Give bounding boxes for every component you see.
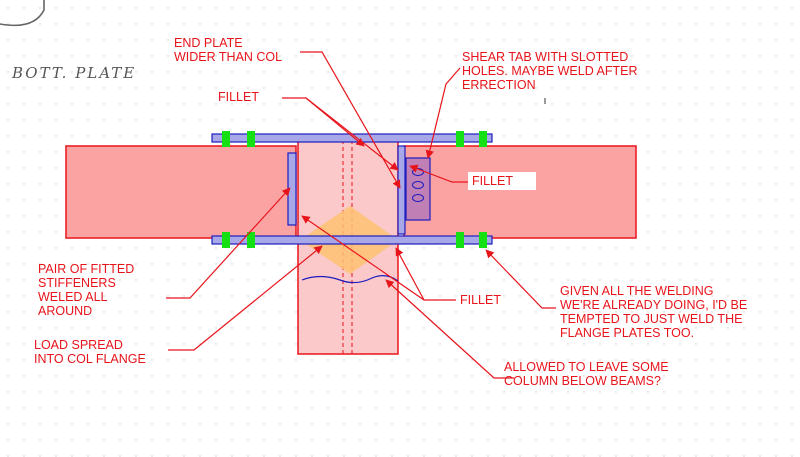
bolt-group <box>222 131 487 248</box>
label-line: TEMPTED TO JUST WELD THE <box>560 312 743 326</box>
leader-stiffener <box>166 187 291 299</box>
bolt <box>456 131 464 147</box>
bottom-flange-plate <box>211 235 493 245</box>
pencil-scribble <box>0 0 45 27</box>
label-column-below: ALLOWED TO LEAVE SOME COLUMN BELOW BEAMS… <box>504 360 669 388</box>
leader-end-plate <box>300 51 401 189</box>
leader-shear-tab <box>425 67 461 159</box>
label-fillet-bottom: FILLET <box>460 293 501 307</box>
bolt <box>479 232 487 248</box>
label-line: GIVEN ALL THE WELDING <box>560 284 714 298</box>
label-load-spread: LOAD SPREAD INTO COL FLANGE <box>34 338 146 366</box>
label-line: WIDER THAN COL <box>174 50 283 64</box>
label-line: STIFFENERS <box>38 276 116 290</box>
label-line: COLUMN BELOW BEAMS? <box>504 374 661 388</box>
bolt <box>479 131 487 147</box>
bolt <box>222 232 230 248</box>
label-line: ALLOWED TO LEAVE SOME <box>504 360 669 374</box>
bolt <box>222 131 230 147</box>
label-line: WELED ALL <box>38 290 108 304</box>
label-line: AROUND <box>38 304 93 318</box>
leader-fillet-right <box>409 164 470 183</box>
label-flange-plates: GIVEN ALL THE WELDING WE'RE ALREADY DOIN… <box>560 284 747 340</box>
label-line: PAIR OF FITTED <box>38 262 135 276</box>
label-line: ERRECTION <box>462 78 536 92</box>
bolt <box>247 232 255 248</box>
left-beam <box>65 145 297 239</box>
handwritten-note: BOTT. PLATE <box>12 64 137 82</box>
label-end-plate: END PLATE WIDER THAN COL <box>174 36 282 64</box>
leader-column-below <box>385 279 514 379</box>
label-line: INTO COL FLANGE <box>34 352 146 366</box>
label-line: HOLES. MAYBE WELD AFTER <box>462 64 638 78</box>
label-fillet-right: FILLET <box>468 172 536 190</box>
bolt <box>456 232 464 248</box>
leader-fillet-top-2 <box>305 97 365 147</box>
label-line: FLANGE PLATES TOO. <box>560 326 695 340</box>
end-plate <box>397 145 406 235</box>
leader-flange-plates <box>485 249 556 309</box>
label-shear-tab: SHEAR TAB WITH SLOTTED HOLES. MAYBE WELD… <box>462 50 638 92</box>
label-fillet-top: FILLET <box>218 90 259 104</box>
bolt <box>247 131 255 147</box>
leader-fillet-bottom-2 <box>395 247 425 301</box>
right-beam <box>403 145 637 239</box>
label-line: END PLATE <box>174 36 243 50</box>
leader-lines <box>166 51 556 379</box>
label-stiffeners: PAIR OF FITTED STIFFENERS WELED ALL AROU… <box>38 262 134 318</box>
label-line: WE'RE ALREADY DOING, I'D BE <box>560 298 748 312</box>
column-cut-line <box>301 275 399 284</box>
leader-load-spread <box>168 245 323 351</box>
label-line: SHEAR TAB WITH SLOTTED <box>462 50 629 64</box>
label-line: LOAD SPREAD <box>34 338 123 352</box>
